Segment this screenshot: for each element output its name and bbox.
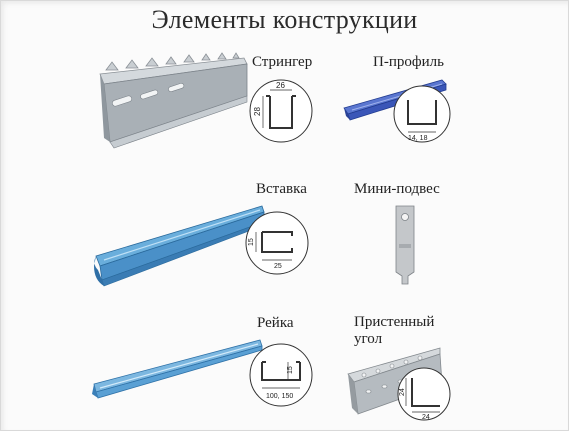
insert-dim-height: 15 xyxy=(248,238,255,246)
label-stringer: Стрингер xyxy=(252,54,313,70)
rail-dim-height: 15 xyxy=(287,366,294,374)
wall-angle-dim-width: 24 xyxy=(422,414,430,421)
rail-image xyxy=(90,336,265,406)
wall-angle-section-diagram: 24 24 xyxy=(396,366,452,422)
mini-hanger-image xyxy=(390,204,420,288)
rail-section-diagram: 15 100, 150 xyxy=(248,342,314,408)
page-title: Элементы конструкции xyxy=(151,5,418,34)
label-wall-angle-line2: угол xyxy=(354,331,383,347)
rail-dim-width: 100, 150 xyxy=(266,393,293,400)
p-profile-dim: 14, 18 xyxy=(408,135,428,142)
wall-angle-dim-height: 24 xyxy=(399,388,406,396)
p-profile-section-diagram: 14, 18 xyxy=(392,84,452,144)
label-wall-angle: Пристенный угол xyxy=(354,314,464,348)
label-rail: Рейка xyxy=(257,315,294,331)
stringer-section-diagram: 26 28 xyxy=(248,78,314,144)
label-insert: Вставка xyxy=(256,181,307,197)
label-mini-hanger: Мини-подвес xyxy=(354,181,440,197)
stringer-image xyxy=(92,52,252,152)
stringer-dim-height: 28 xyxy=(253,107,262,116)
label-p-profile: П-профиль xyxy=(373,54,444,70)
insert-dim-width: 25 xyxy=(274,263,282,270)
insert-section-diagram: 15 25 xyxy=(244,210,310,276)
insert-image xyxy=(92,200,267,290)
label-wall-angle-line1: Пристенный xyxy=(354,314,435,330)
stringer-dim-width: 26 xyxy=(276,81,285,90)
